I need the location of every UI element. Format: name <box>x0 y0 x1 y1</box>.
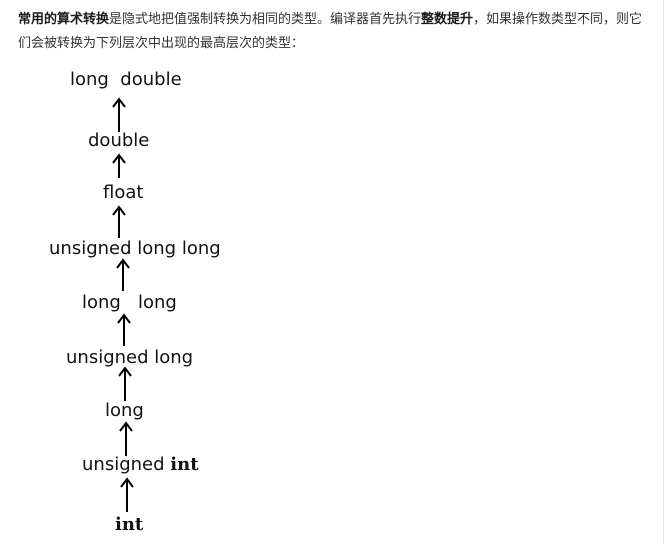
up-arrow-icon <box>112 153 126 193</box>
up-arrow-icon <box>117 313 131 353</box>
type-unsigned-int: unsigned int <box>82 454 199 476</box>
type-long-long: long long <box>82 292 177 313</box>
type-double: double <box>88 130 150 151</box>
up-arrow-icon <box>118 366 132 406</box>
up-arrow-icon <box>116 258 130 298</box>
up-arrow-icon <box>120 477 134 517</box>
int-label: int <box>115 514 144 535</box>
type-float: float <box>103 182 144 203</box>
unsigned-int-prefix: unsigned <box>82 454 171 475</box>
intro-text-1: 是隐式地把值强制转换为相同的类型。编译器首先执行 <box>109 12 422 27</box>
up-arrow-icon <box>119 421 133 461</box>
type-long: long <box>105 400 144 421</box>
intro-bold-term-2: 整数提升 <box>421 12 474 27</box>
intro-paragraph: 常用的算术转换是隐式地把值强制转换为相同的类型。编译器首先执行整数提升，如果操作… <box>18 8 648 56</box>
up-arrow-icon <box>112 97 126 137</box>
intro-bold-term-1: 常用的算术转换 <box>18 12 110 27</box>
type-unsigned-long: unsigned long <box>66 347 194 368</box>
type-long-double: long double <box>70 69 182 90</box>
unsigned-int-suffix: int <box>170 454 199 475</box>
up-arrow-icon <box>112 205 126 245</box>
type-unsigned-long-long: unsigned long long <box>49 238 221 259</box>
intro-text-2: ，如果操作数类型不同，则它们会被转换为下列层次中出现的最高层次的类型： <box>18 12 643 51</box>
type-int: int <box>115 514 143 536</box>
